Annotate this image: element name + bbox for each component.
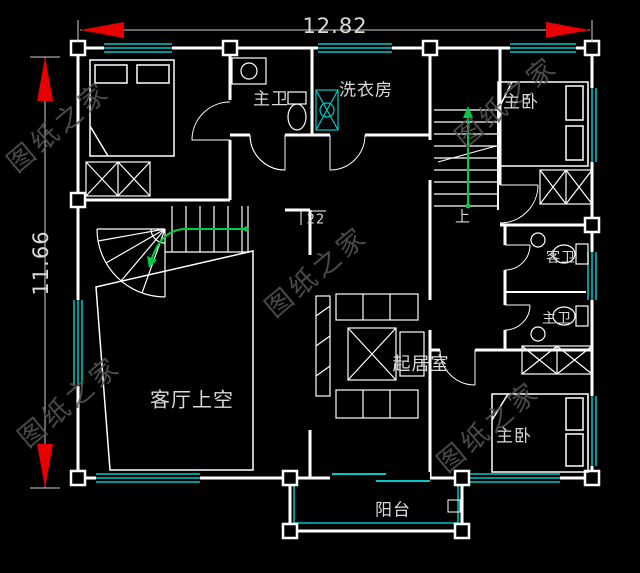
windows — [72, 42, 598, 524]
dim-arrow-down-icon — [37, 444, 53, 488]
washing-machine — [315, 89, 339, 131]
dimension-width-label: 12.82 — [302, 14, 368, 38]
door-swings — [191, 101, 539, 386]
stair-up-label: 上 — [454, 207, 472, 226]
stair-up-arrow — [463, 106, 473, 209]
stair-curved-arrow — [147, 226, 249, 268]
dimension-lines — [30, 20, 593, 489]
void-outline — [95, 250, 254, 471]
room-label-laundry: 洗衣房 — [339, 80, 393, 101]
room-label-bedroom-bottom-right: 主卧 — [496, 426, 532, 447]
stair-straight — [434, 104, 499, 210]
dim-arrow-left-icon — [80, 22, 124, 38]
room-label-bath-master: 主卫 — [542, 311, 572, 327]
room-label-bath-guest: 客卫 — [546, 250, 576, 266]
room-label-bedroom-top-right: 主卧 — [503, 92, 539, 113]
dim-arrow-up-icon — [37, 57, 53, 101]
room-label-bath-top: 主卫 — [253, 89, 289, 110]
room-label-living-room: 起居室 — [392, 354, 450, 375]
dim-arrow-right-icon — [546, 22, 590, 38]
walls — [76, 46, 594, 533]
wardrobes — [85, 161, 593, 375]
living-room-furniture — [315, 293, 425, 419]
dimension-arrows — [37, 22, 590, 488]
dimension-height-label: 11.66 — [29, 230, 53, 296]
level-marker-symbol — [294, 210, 326, 225]
bathroom-fixtures — [231, 57, 589, 513]
room-label-void-over-living: 客厅上空 — [150, 387, 234, 412]
column-markers — [69, 39, 601, 540]
level-marker-label: 22 — [306, 212, 326, 228]
stair-curved — [96, 206, 249, 298]
room-label-balcony: 阳台 — [375, 500, 411, 521]
